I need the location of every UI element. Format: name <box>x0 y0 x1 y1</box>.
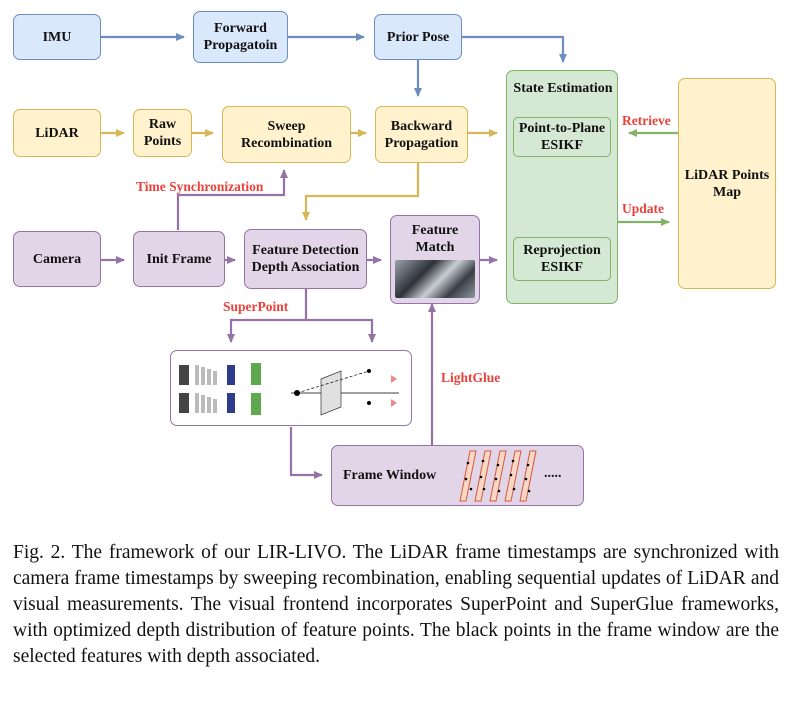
backward-propagation-node: Backward Propagation <box>375 106 468 163</box>
frame-window-label: Frame Window <box>343 468 437 483</box>
lidar-node: LiDAR <box>13 109 101 157</box>
arrow-superpoint-right <box>306 318 376 343</box>
prior-pose-node: Prior Pose <box>374 14 462 60</box>
superpoint-network-figure <box>179 363 399 416</box>
arrow-superpoint-split <box>227 289 308 343</box>
frame-window-stack <box>459 450 537 502</box>
forward-propagation-node: Forward Propagatoin <box>193 11 288 63</box>
superpoint-panel <box>170 350 412 426</box>
purple-arrows <box>101 169 498 479</box>
feature-match-node: Feature Match <box>390 215 480 304</box>
sweep-recombination-node: Sweep Recombination <box>222 106 351 163</box>
frame-window-node: Frame Window ..... <box>331 445 584 506</box>
diagram-connectors <box>101 33 678 479</box>
lightglue-label: LightGlue <box>441 370 501 385</box>
retrieve-label: Retrieve <box>622 113 671 128</box>
feature-match-image <box>395 260 475 298</box>
frame-window-ellipsis: ..... <box>544 466 562 481</box>
raw-points-node: Raw Points <box>133 109 192 157</box>
update-label: Update <box>622 201 665 216</box>
imu-node: IMU <box>13 14 101 60</box>
camera-node: Camera <box>13 231 101 287</box>
time-synchronization-label: Time Synchronization <box>136 179 264 194</box>
state-estimation-node: State Estimation Point-to-Plane ESIKF Re… <box>506 70 618 304</box>
arrow-backward-detection <box>302 162 420 221</box>
arrow-init-sweep-timesync <box>176 169 288 230</box>
arrow-superpoint-framewindow <box>289 427 323 479</box>
framework-diagram: IMU Forward Propagatoin Prior Pose LiDAR… <box>13 11 776 506</box>
green-arrows <box>618 129 678 226</box>
blue-arrows <box>101 33 567 97</box>
init-frame-node: Init Frame <box>133 231 225 287</box>
superpoint-label: SuperPoint <box>223 299 289 314</box>
arrow-prior-state <box>462 35 567 63</box>
state-estimation-title: State Estimation <box>513 81 613 96</box>
figure-caption: Fig. 2. The framework of our LIR-LIVO. T… <box>13 542 779 667</box>
lidar-points-map-node: LiDAR Points Map <box>678 78 776 289</box>
reprojection-esikf: Reprojection ESIKF <box>513 237 611 281</box>
feature-detection-node: Feature Detection Depth Association <box>244 229 367 289</box>
point-to-plane-esikf: Point-to-Plane ESIKF <box>513 117 611 157</box>
yellow-arrows <box>101 129 498 221</box>
feature-match-label: Feature Match <box>411 223 459 255</box>
